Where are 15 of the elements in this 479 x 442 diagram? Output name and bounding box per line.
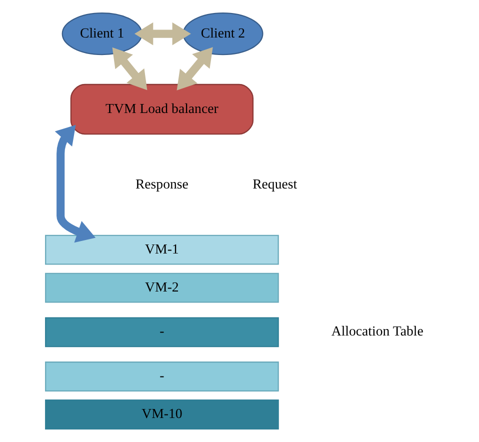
node-box: TVM Load balancer (70, 84, 254, 135)
arrow (134, 22, 190, 46)
arrow (54, 124, 96, 243)
node-box: VM-1 (44, 234, 278, 265)
arrow (176, 47, 212, 90)
node-ellipse: Client 2 (182, 12, 263, 56)
label: Allocation Table (330, 324, 423, 339)
node-ellipse: Client 1 (61, 12, 142, 56)
arrow (112, 47, 147, 90)
node-box: - (44, 362, 278, 392)
node-box: VM-10 (44, 400, 278, 430)
node-box: VM-2 (44, 272, 278, 303)
node-box: - (44, 317, 278, 348)
label: Response (134, 176, 188, 192)
label: Request (252, 176, 297, 192)
